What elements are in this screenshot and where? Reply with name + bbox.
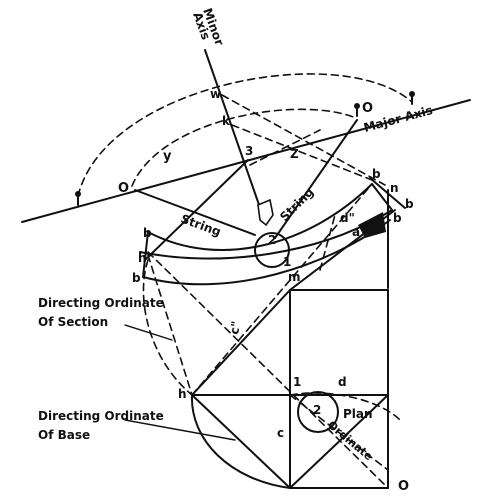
inner-dashed-arc [131, 108, 357, 187]
point-d-plan: d [338, 375, 347, 389]
point-b-left-low: b [132, 271, 141, 285]
wreath-upper-curve [147, 183, 373, 251]
point-k: k [222, 114, 231, 128]
point-1-plan: 1 [293, 375, 301, 389]
directing-section-label-2: Of Section [38, 315, 108, 329]
point-2-top: 2 [268, 233, 276, 247]
leader-base [124, 419, 236, 441]
dashed-z-line [249, 129, 321, 166]
dashed-diagonal-long [147, 251, 389, 489]
dashed-diagonal-h [191, 183, 373, 396]
dashed-w-line [221, 94, 386, 186]
plan-base-arc [190, 394, 291, 489]
point-a: a [352, 225, 360, 239]
pin-mid-head [354, 103, 360, 109]
point-o-left: O [118, 181, 129, 196]
ordinate-dashed [289, 394, 389, 471]
dashed-left-chord [147, 254, 193, 396]
section-top-edge [369, 177, 406, 209]
circle-2-plan [297, 391, 339, 433]
point-h: h [178, 387, 187, 401]
point-b-right: b [405, 197, 414, 211]
dashed-left-arc [142, 259, 193, 396]
leader-section [124, 324, 173, 341]
circle-2-top [254, 232, 290, 268]
directing-base-label-2: Of Base [38, 428, 90, 442]
plan-dashed-arc [289, 392, 401, 421]
point-w: w [210, 87, 221, 101]
minor-axis-line [204, 49, 266, 223]
pin-left-head [75, 191, 81, 197]
point-b-right-top: b [372, 167, 381, 181]
point-1-top: 1 [283, 255, 291, 269]
string-label-right: String [277, 185, 316, 224]
plan-diag-h-bottom [191, 394, 291, 489]
dashed-d-line [319, 214, 336, 271]
plan-label: Plan [343, 407, 373, 421]
point-b-right-low: b [393, 211, 402, 225]
point-2-plan: 2 [313, 403, 321, 417]
pin-right-head [409, 91, 415, 97]
plan-diag-bottom-d [289, 394, 389, 489]
directing-section-label-1: Directing Ordinate [38, 296, 164, 310]
ordinate-label: Ordinate [325, 418, 375, 463]
wreath-left-end [142, 231, 149, 278]
line-3-to-h [144, 159, 249, 261]
dashed-k-line [231, 124, 373, 181]
directing-base-label-1: Directing Ordinate [38, 409, 164, 423]
point-d-double: d" [340, 211, 355, 225]
point-c: c [277, 426, 284, 440]
point-z: Z [290, 147, 299, 161]
pencil-shape [257, 198, 274, 227]
section-wedge [358, 212, 386, 238]
outer-dashed-arc [77, 73, 413, 197]
point-n: n [390, 181, 399, 195]
point-h-double: h" [138, 251, 153, 265]
plan-diag-h-m [191, 289, 291, 396]
point-c-double: c" [227, 320, 243, 336]
string-line-right [274, 119, 358, 239]
point-m: m [288, 270, 301, 284]
point-y: y [163, 149, 172, 164]
point-o-top: O [362, 101, 373, 116]
point-o-bottom: O [398, 479, 409, 494]
point-3: 3 [245, 144, 253, 158]
point-b-left-top: b [143, 226, 152, 240]
